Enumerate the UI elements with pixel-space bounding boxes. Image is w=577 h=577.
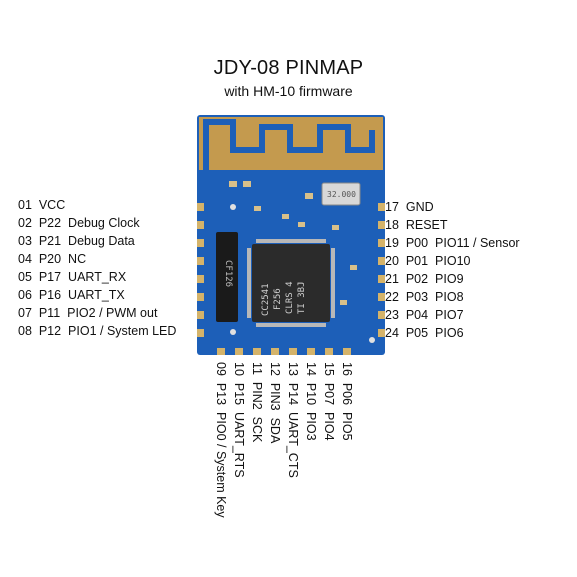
pin-16-label: 16 P06 PIO5 <box>340 362 354 441</box>
chip-marking-line-2: F256 <box>273 288 283 310</box>
pin-20-label: 20 P01 PIO10 <box>385 254 471 268</box>
pin-07-label: 07 P11 PIO2 / PWM out <box>18 306 158 320</box>
antenna-trace <box>203 119 375 182</box>
pin-09-label: 09 P13 PIO0 / System Key <box>214 362 228 518</box>
crystal <box>321 182 361 206</box>
pin-04-label: 04 P20 NC <box>18 252 87 266</box>
pin-11-label: 11 PIN2 SCK <box>250 362 264 443</box>
pin-05-label: 05 P17 UART_RX <box>18 270 127 284</box>
chip-marking-line-3: CLRS 4 <box>285 281 295 314</box>
pin-15-label: 15 P07 PIO4 <box>322 362 336 441</box>
pin-21-label: 21 P02 PIO9 <box>385 272 464 286</box>
pin-24-label: 24 P05 PIO6 <box>385 326 464 340</box>
pin-06-label: 06 P16 UART_TX <box>18 288 125 302</box>
pin-02-label: 02 P22 Debug Clock <box>18 216 140 230</box>
main-chip <box>252 244 330 322</box>
small-ic <box>216 232 238 322</box>
small-ic-marking: CF126 <box>223 260 233 288</box>
chip-marking-line-4: TI 3BJ <box>297 281 307 314</box>
pin-03-label: 03 P21 Debug Data <box>18 234 135 248</box>
pin-08-label: 08 P12 PIO1 / System LED <box>18 324 177 338</box>
pin-23-label: 23 P04 PIO7 <box>385 308 464 322</box>
pin-12-label: 12 PIN3 SDA <box>268 362 282 444</box>
chip-marking-line-1: CC2541 <box>261 283 271 316</box>
pin-14-label: 14 P10 PIO3 <box>304 362 318 441</box>
pin-17-label: 17 GND <box>385 200 434 214</box>
pin-10-label: 10 P15 UART_RTS <box>232 362 246 478</box>
pin-22-label: 22 P03 PIO8 <box>385 290 464 304</box>
page-subtitle: with HM-10 firmware <box>224 83 353 99</box>
crystal-marking: 32.000 <box>327 190 356 199</box>
page-title: JDY-08 PINMAP <box>213 57 364 79</box>
pin-18-label: 18 RESET <box>385 218 448 232</box>
pin-01-label: 01 VCC <box>18 198 66 212</box>
pin-19-label: 19 P00 PIO11 / Sensor <box>385 236 520 250</box>
pin-13-label: 13 P14 UART_CTS <box>286 362 300 478</box>
